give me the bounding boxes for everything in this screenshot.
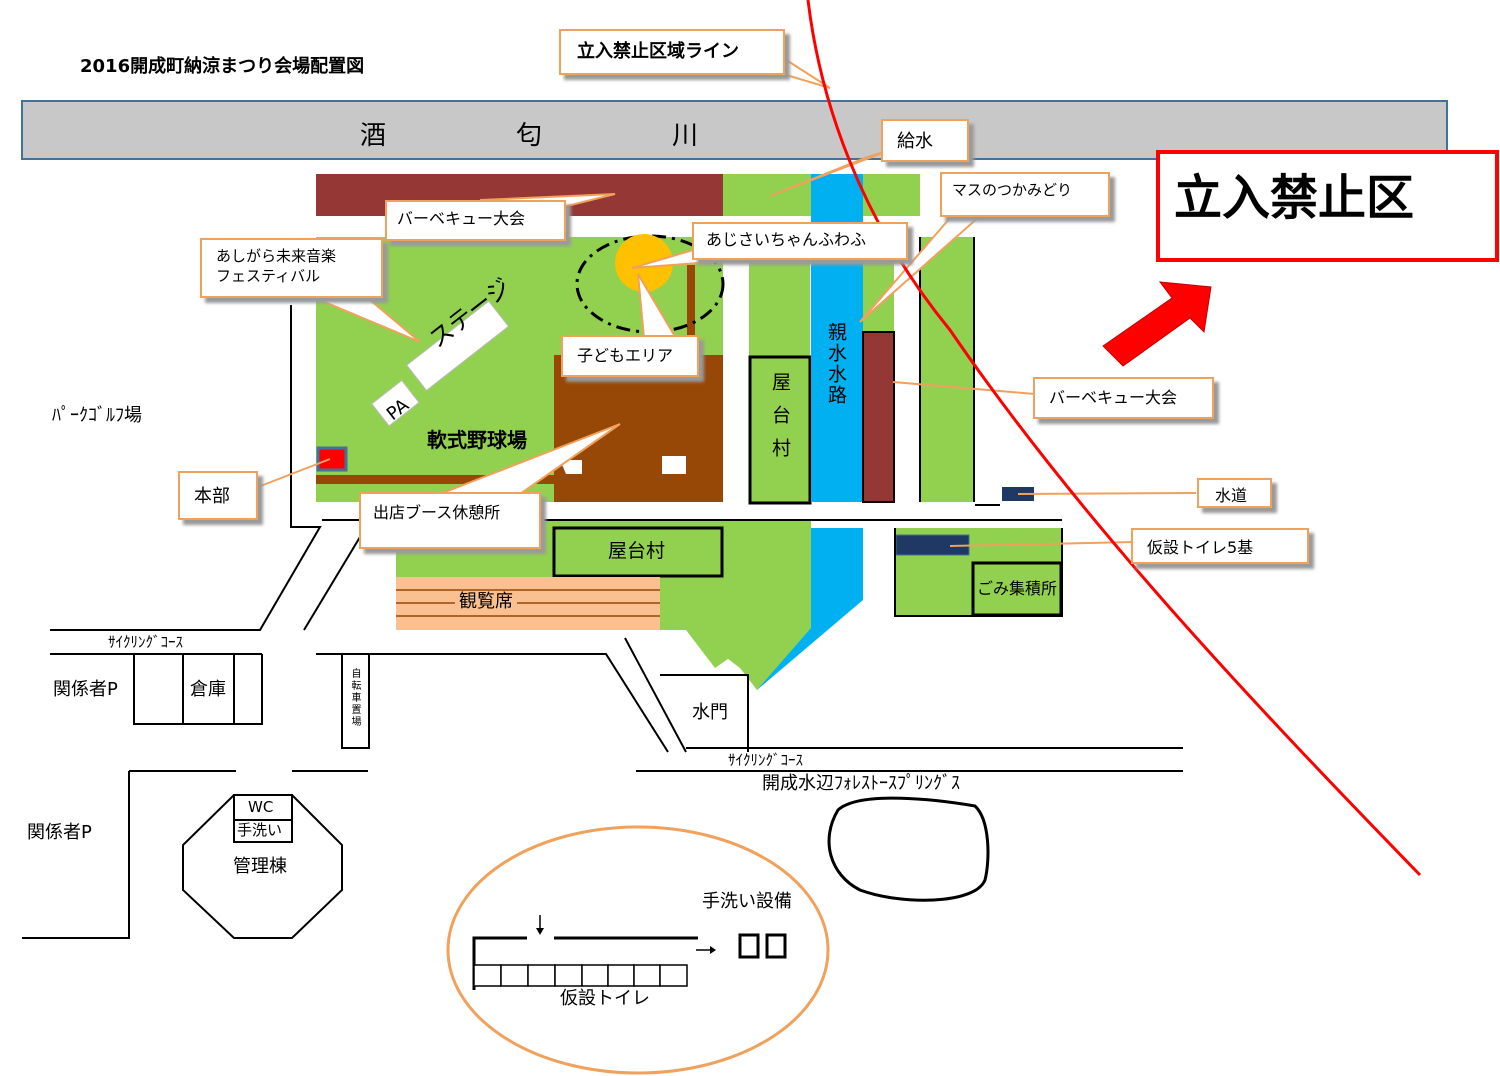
trout-label: マスのつかみどり xyxy=(952,181,1073,199)
admin-building xyxy=(182,794,343,939)
garbage-label: ごみ集積所 xyxy=(977,579,1058,598)
restricted-zone-box: 立入禁止区 xyxy=(1156,150,1499,262)
bbq-right-callout: バーベキュー大会 xyxy=(1033,377,1214,419)
ajisai-balloon xyxy=(615,234,673,292)
booth-icon-2 xyxy=(662,456,686,474)
yatai-bottom-label: 屋台村 xyxy=(608,540,666,562)
river-label: 酒 匂 川 xyxy=(360,121,699,151)
restricted-arrow xyxy=(1102,281,1212,367)
music-fest-callout: あしがら未来音楽 フェスティバル xyxy=(200,238,383,298)
booth-rest-callout: 出店ブース休憩所 xyxy=(359,492,541,549)
bicycle-label: 自転車置場 xyxy=(349,668,360,728)
toilets5-callout: 仮設トイレ5基 xyxy=(1131,528,1309,564)
warehouse-label: 倉庫 xyxy=(190,679,226,700)
restricted-line-label: 立入禁止区域ライン xyxy=(577,41,739,62)
callout-tails xyxy=(319,54,983,495)
yatai-vertical-box xyxy=(748,355,812,505)
water-gate-label: 水門 xyxy=(692,702,728,723)
pointer-lines xyxy=(257,381,1197,547)
river xyxy=(21,100,1448,160)
stage-block xyxy=(406,300,510,392)
ajisai-callout: あじさいちゃんふわふ xyxy=(692,222,908,260)
cycling-label-2: ｻｲｸﾘﾝｸﾞｺｰｽ xyxy=(728,751,804,769)
field-border-strip xyxy=(316,475,554,484)
toilets5-label: 仮設トイレ5基 xyxy=(1147,538,1254,557)
bbq-right-label: バーベキュー大会 xyxy=(1049,388,1178,407)
legend-toilet-row xyxy=(473,964,688,987)
wc-box xyxy=(233,794,293,821)
waterway-label: 親水水路 xyxy=(825,322,847,406)
honbu-box xyxy=(316,446,348,472)
spectator-label: 観覧席 xyxy=(455,593,517,611)
pa-block xyxy=(371,379,420,427)
yatai-bottom-box xyxy=(552,526,724,578)
booth-rest-label: 出店ブース休憩所 xyxy=(373,503,501,522)
honbu-label: 本部 xyxy=(194,486,230,507)
water-tap-callout: 水道 xyxy=(1197,478,1272,508)
honbu-callout: 本部 xyxy=(178,471,258,520)
handwash-unit-2 xyxy=(765,933,787,959)
cycling-label-1: ｻｲｸﾘﾝｸﾞｺｰｽ xyxy=(108,633,184,651)
water-supply-callout: 給水 xyxy=(881,119,969,162)
handwash-box xyxy=(233,819,293,843)
ajisai-label: あじさいちゃんふわふ xyxy=(706,230,867,249)
yatai-vertical-label: 屋台村 xyxy=(769,372,791,471)
trout-callout: マスのつかみどり xyxy=(940,172,1110,217)
baseball-field xyxy=(554,355,723,502)
legend-handwash-label: 手洗い設備 xyxy=(702,891,792,912)
bbq-right-block xyxy=(862,331,895,503)
wc-label: WC xyxy=(248,798,274,816)
kids-area-label: 子どもエリア xyxy=(577,346,674,365)
handwash-label: 手洗い xyxy=(237,821,283,839)
staff-p2-label: 関係者P xyxy=(27,822,92,843)
legend-oval xyxy=(446,825,830,1075)
restricted-zone-label: 立入禁止区 xyxy=(1174,170,1415,226)
music-fest-line2: フェスティバル xyxy=(216,267,321,286)
pole-1 xyxy=(687,265,695,360)
baseball-label: 軟式野球場 xyxy=(427,428,527,452)
forest-springs-label: 開成水辺ﾌｫﾚｽﾄｰｽﾌﾟﾘﾝｸﾞｽ xyxy=(762,773,960,794)
lower-grass-3 xyxy=(660,577,811,668)
water-tap-label: 水道 xyxy=(1215,486,1248,505)
pond xyxy=(827,796,990,902)
staff-p1-label: 関係者P xyxy=(53,679,118,700)
bbq-top-callout: バーベキュー大会 xyxy=(385,200,566,241)
bbq-top-label: バーベキュー大会 xyxy=(397,209,526,228)
handwash-unit-1 xyxy=(738,933,760,959)
park-golf-label: ﾊﾟｰｸｺﾞﾙﾌ場 xyxy=(52,405,142,426)
music-fest-line1: あしがら未来音楽 xyxy=(216,247,337,265)
paths xyxy=(22,237,1183,939)
admin-label: 管理棟 xyxy=(233,856,287,877)
booth-icon-1 xyxy=(560,460,582,474)
restricted-line xyxy=(806,0,1422,877)
water-supply-label: 給水 xyxy=(897,131,933,152)
page-title: 2016開成町納涼まつり会場配置図 xyxy=(80,56,365,77)
restricted-line-callout: 立入禁止区域ライン xyxy=(559,29,785,75)
legend-toilet-label: 仮設トイレ xyxy=(560,988,650,1009)
kids-area-callout: 子どもエリア xyxy=(561,335,699,377)
grass-far-right xyxy=(920,237,975,502)
